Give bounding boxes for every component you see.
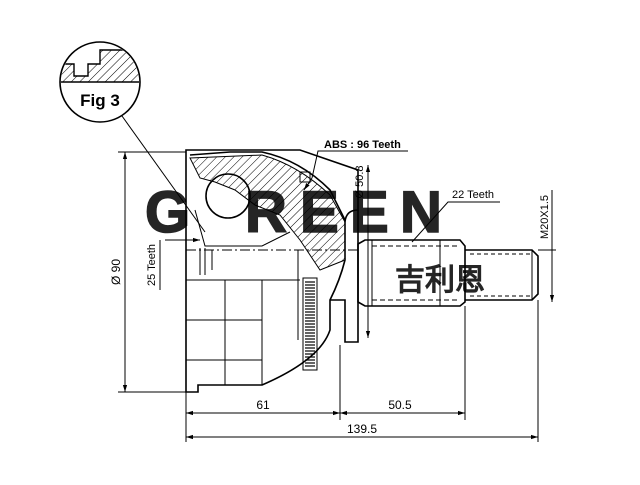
detail-section	[61, 49, 139, 83]
outer-spline-label: 22 Teeth	[452, 189, 494, 201]
dim-total-length: 139.5	[347, 422, 377, 436]
thread-label: M20X1.5	[539, 195, 551, 239]
abs-label: ABS : 96 Teeth	[324, 139, 401, 151]
dim-body-length: 61	[256, 398, 270, 412]
detail-leader	[121, 115, 206, 233]
dim-body-diameter: Ø 90	[109, 259, 123, 285]
detail-view: Fig 3	[59, 41, 206, 233]
ball	[205, 173, 251, 219]
stub-shaft	[357, 239, 539, 307]
dim-shaft-length: 50.5	[388, 398, 412, 412]
abs-ring	[302, 277, 318, 371]
dimensions: 61 50.5 139.5 Ø 90 25 Teeth Ø 50.8 M20X1…	[109, 139, 556, 442]
watermark-letter-n: N	[400, 180, 442, 245]
detail-label: Fig 3	[80, 91, 120, 110]
seal-diameter-label: Ø 50.8	[354, 165, 366, 198]
inner-spline-label: 25 Teeth	[146, 244, 158, 286]
watermark-letter-g: G	[145, 180, 190, 245]
detail-circle	[59, 41, 141, 123]
